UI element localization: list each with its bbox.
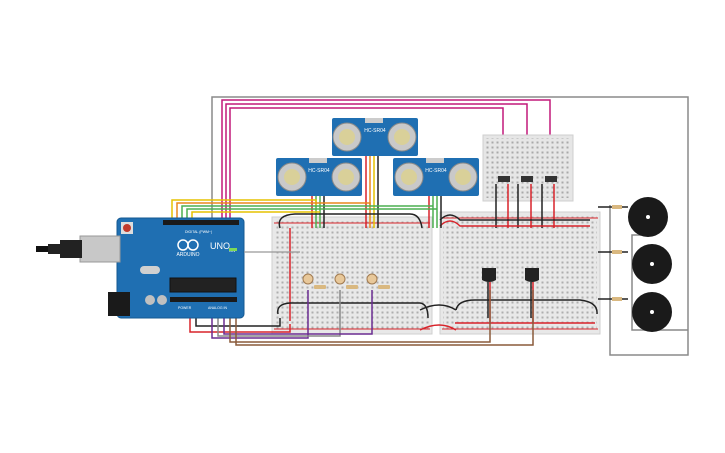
arduino-model: UNO	[210, 241, 230, 251]
ultrasonic-sensor-right: HC-SR04	[393, 158, 479, 196]
sensor-label-right: HC-SR04	[425, 168, 447, 174]
arduino-brand: ARDUINO	[176, 252, 199, 258]
analog-header-label: ANALOG IN	[208, 306, 228, 310]
breadboard-right	[439, 211, 601, 335]
arduino-lower-wires[interactable]	[189, 290, 534, 346]
breadboard-left	[271, 216, 433, 335]
wire-gray-outer[interactable]	[211, 96, 689, 356]
ultrasonic-sensor-left: HC-SR04	[276, 158, 362, 196]
digital-header-label: DIGITAL (PWM~)	[185, 230, 212, 234]
photoresistors	[302, 273, 390, 289]
small-breadboard	[482, 134, 574, 202]
sensor-label-top: HC-SR04	[364, 128, 386, 134]
power-header-label: POWER	[178, 306, 192, 310]
ultrasonic-sensor-top: HC-SR04	[332, 118, 418, 156]
arduino-uno-board[interactable]: ARDUINO UNO ON DIGITAL (PWM~) POWER ANAL…	[36, 217, 245, 319]
buzzers	[628, 197, 672, 332]
temperature-sensors	[482, 268, 539, 282]
sensor-label-left: HC-SR04	[308, 168, 330, 174]
arduino-logo-icon	[177, 239, 199, 251]
sensor-bridge-wires[interactable]	[439, 184, 590, 228]
